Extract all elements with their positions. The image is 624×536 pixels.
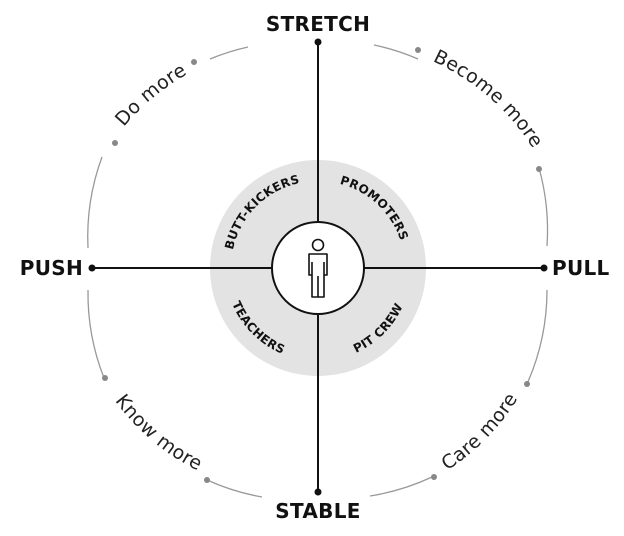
arc-dot bbox=[204, 477, 210, 483]
axis-dot-right bbox=[540, 264, 548, 272]
outer-arc-segment bbox=[526, 289, 548, 385]
axis-label-stable: STABLE bbox=[275, 499, 360, 523]
outcome-do-more: Do more bbox=[111, 59, 190, 130]
axis-label-pull: PULL bbox=[552, 256, 610, 280]
outer-arc-segment bbox=[369, 476, 433, 497]
arc-dot bbox=[191, 59, 197, 65]
outer-arc-segment bbox=[373, 44, 419, 60]
axis-dot-left bbox=[88, 264, 96, 272]
arc-dot bbox=[536, 166, 542, 172]
arc-dot bbox=[112, 140, 118, 146]
outer-circle-dots bbox=[102, 47, 542, 483]
outer-arc-segment bbox=[209, 46, 249, 60]
outcome-become-more: Become more bbox=[430, 46, 547, 152]
outer-arc-segment bbox=[87, 156, 103, 249]
axis-dot-bottom bbox=[314, 488, 322, 496]
outer-arc-segment bbox=[87, 289, 105, 379]
outcome-know-more: Know more bbox=[111, 390, 206, 475]
axis-label-push: PUSH bbox=[20, 256, 83, 280]
axis-end-dots bbox=[88, 38, 548, 496]
outer-arc-segment bbox=[206, 479, 263, 498]
outer-arc-segment bbox=[538, 167, 549, 247]
axis-label-stretch: STRETCH bbox=[266, 12, 370, 36]
arc-dot bbox=[102, 375, 108, 381]
arc-dot bbox=[524, 381, 530, 387]
axis-dot-top bbox=[314, 38, 322, 46]
center-circle bbox=[271, 221, 365, 315]
arc-dot bbox=[431, 474, 437, 480]
arc-dot bbox=[415, 47, 421, 53]
outcome-care-more: Care more bbox=[437, 389, 522, 475]
person-icon bbox=[308, 238, 328, 298]
